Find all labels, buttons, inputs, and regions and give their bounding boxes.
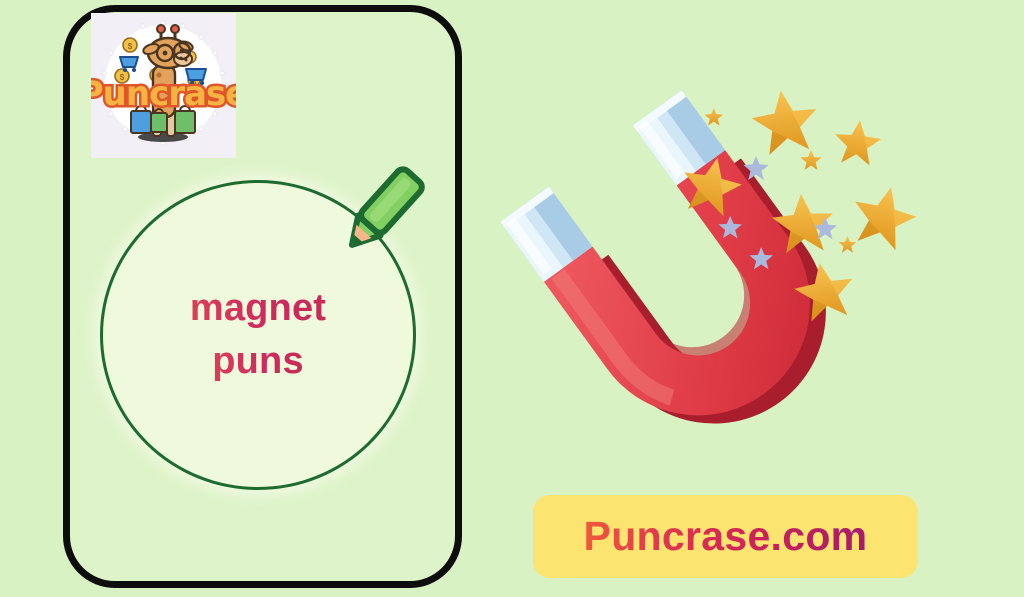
- star-gold-3: [835, 120, 882, 166]
- pencil-icon: [348, 166, 425, 248]
- topic-title-line-2: puns: [212, 337, 304, 386]
- svg-text:$: $: [128, 42, 133, 51]
- star-gold-small-1: [704, 108, 724, 126]
- star-gold-5: [855, 187, 917, 251]
- star-blue-4: [749, 247, 773, 270]
- horseshoe-magnet-with-stars: [500, 90, 917, 424]
- topic-circle-text: magnet puns: [100, 180, 416, 490]
- star-cluster: [684, 90, 917, 322]
- svg-text:$: $: [120, 73, 125, 82]
- star-blue-3: [813, 217, 837, 240]
- star-gold-small-2: [800, 150, 822, 170]
- puncrase-logo-icon: $ $ $ $ $: [91, 13, 236, 158]
- star-gold-6: [794, 263, 853, 322]
- star-gold-2: [684, 157, 742, 217]
- site-url-label: Puncrase.com: [583, 513, 868, 559]
- svg-text:Puncrase: Puncrase: [91, 74, 236, 114]
- puncrase-logo-tile[interactable]: $ $ $ $ $: [91, 13, 236, 158]
- site-url-banner[interactable]: Puncrase.com: [533, 495, 918, 578]
- star-gold-small-3: [838, 236, 857, 253]
- topic-title-line-1: magnet: [190, 284, 326, 333]
- star-blue-1: [743, 156, 769, 180]
- star-blue-2: [718, 216, 742, 239]
- star-gold-1: [751, 90, 817, 155]
